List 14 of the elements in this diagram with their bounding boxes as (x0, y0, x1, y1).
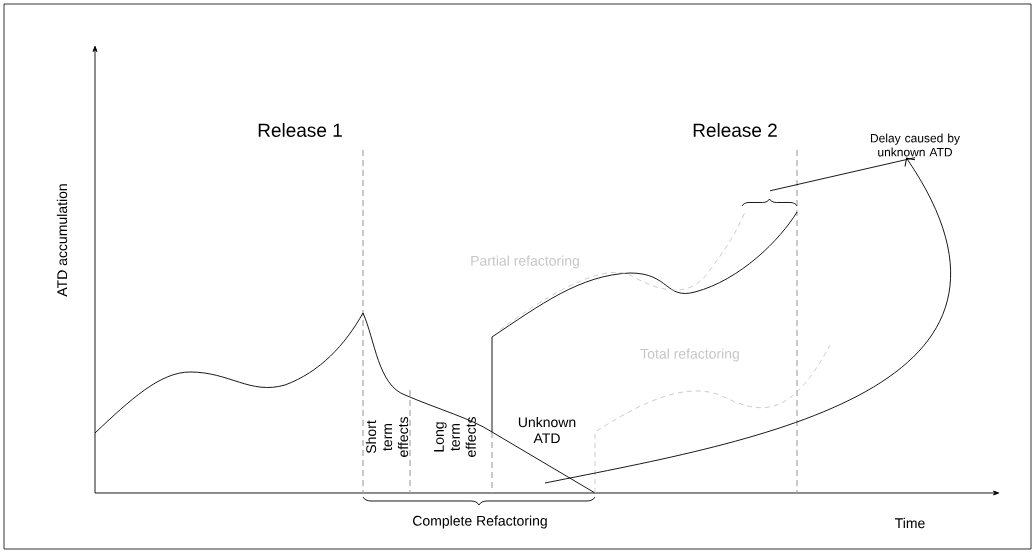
axis-label: ATD accumulation (56, 184, 68, 297)
curve-label: Total refactoring (640, 348, 739, 362)
phase-label: Short term effects (365, 417, 409, 457)
release-label: Release 1 (258, 123, 342, 137)
phase-label: Long term effects (434, 417, 476, 457)
brace-label: Complete Refactoring (413, 515, 547, 529)
arrow (544, 157, 951, 484)
axis-label: Time (895, 517, 925, 529)
curve-label: Partial refactoring (471, 255, 579, 269)
release-label: Release 2 (693, 123, 777, 137)
leader-line (769, 157, 916, 192)
brace (741, 198, 798, 207)
callout-text: Delay caused by unknown ATD (870, 133, 960, 157)
phase-label: Unknown ATD (518, 416, 576, 444)
